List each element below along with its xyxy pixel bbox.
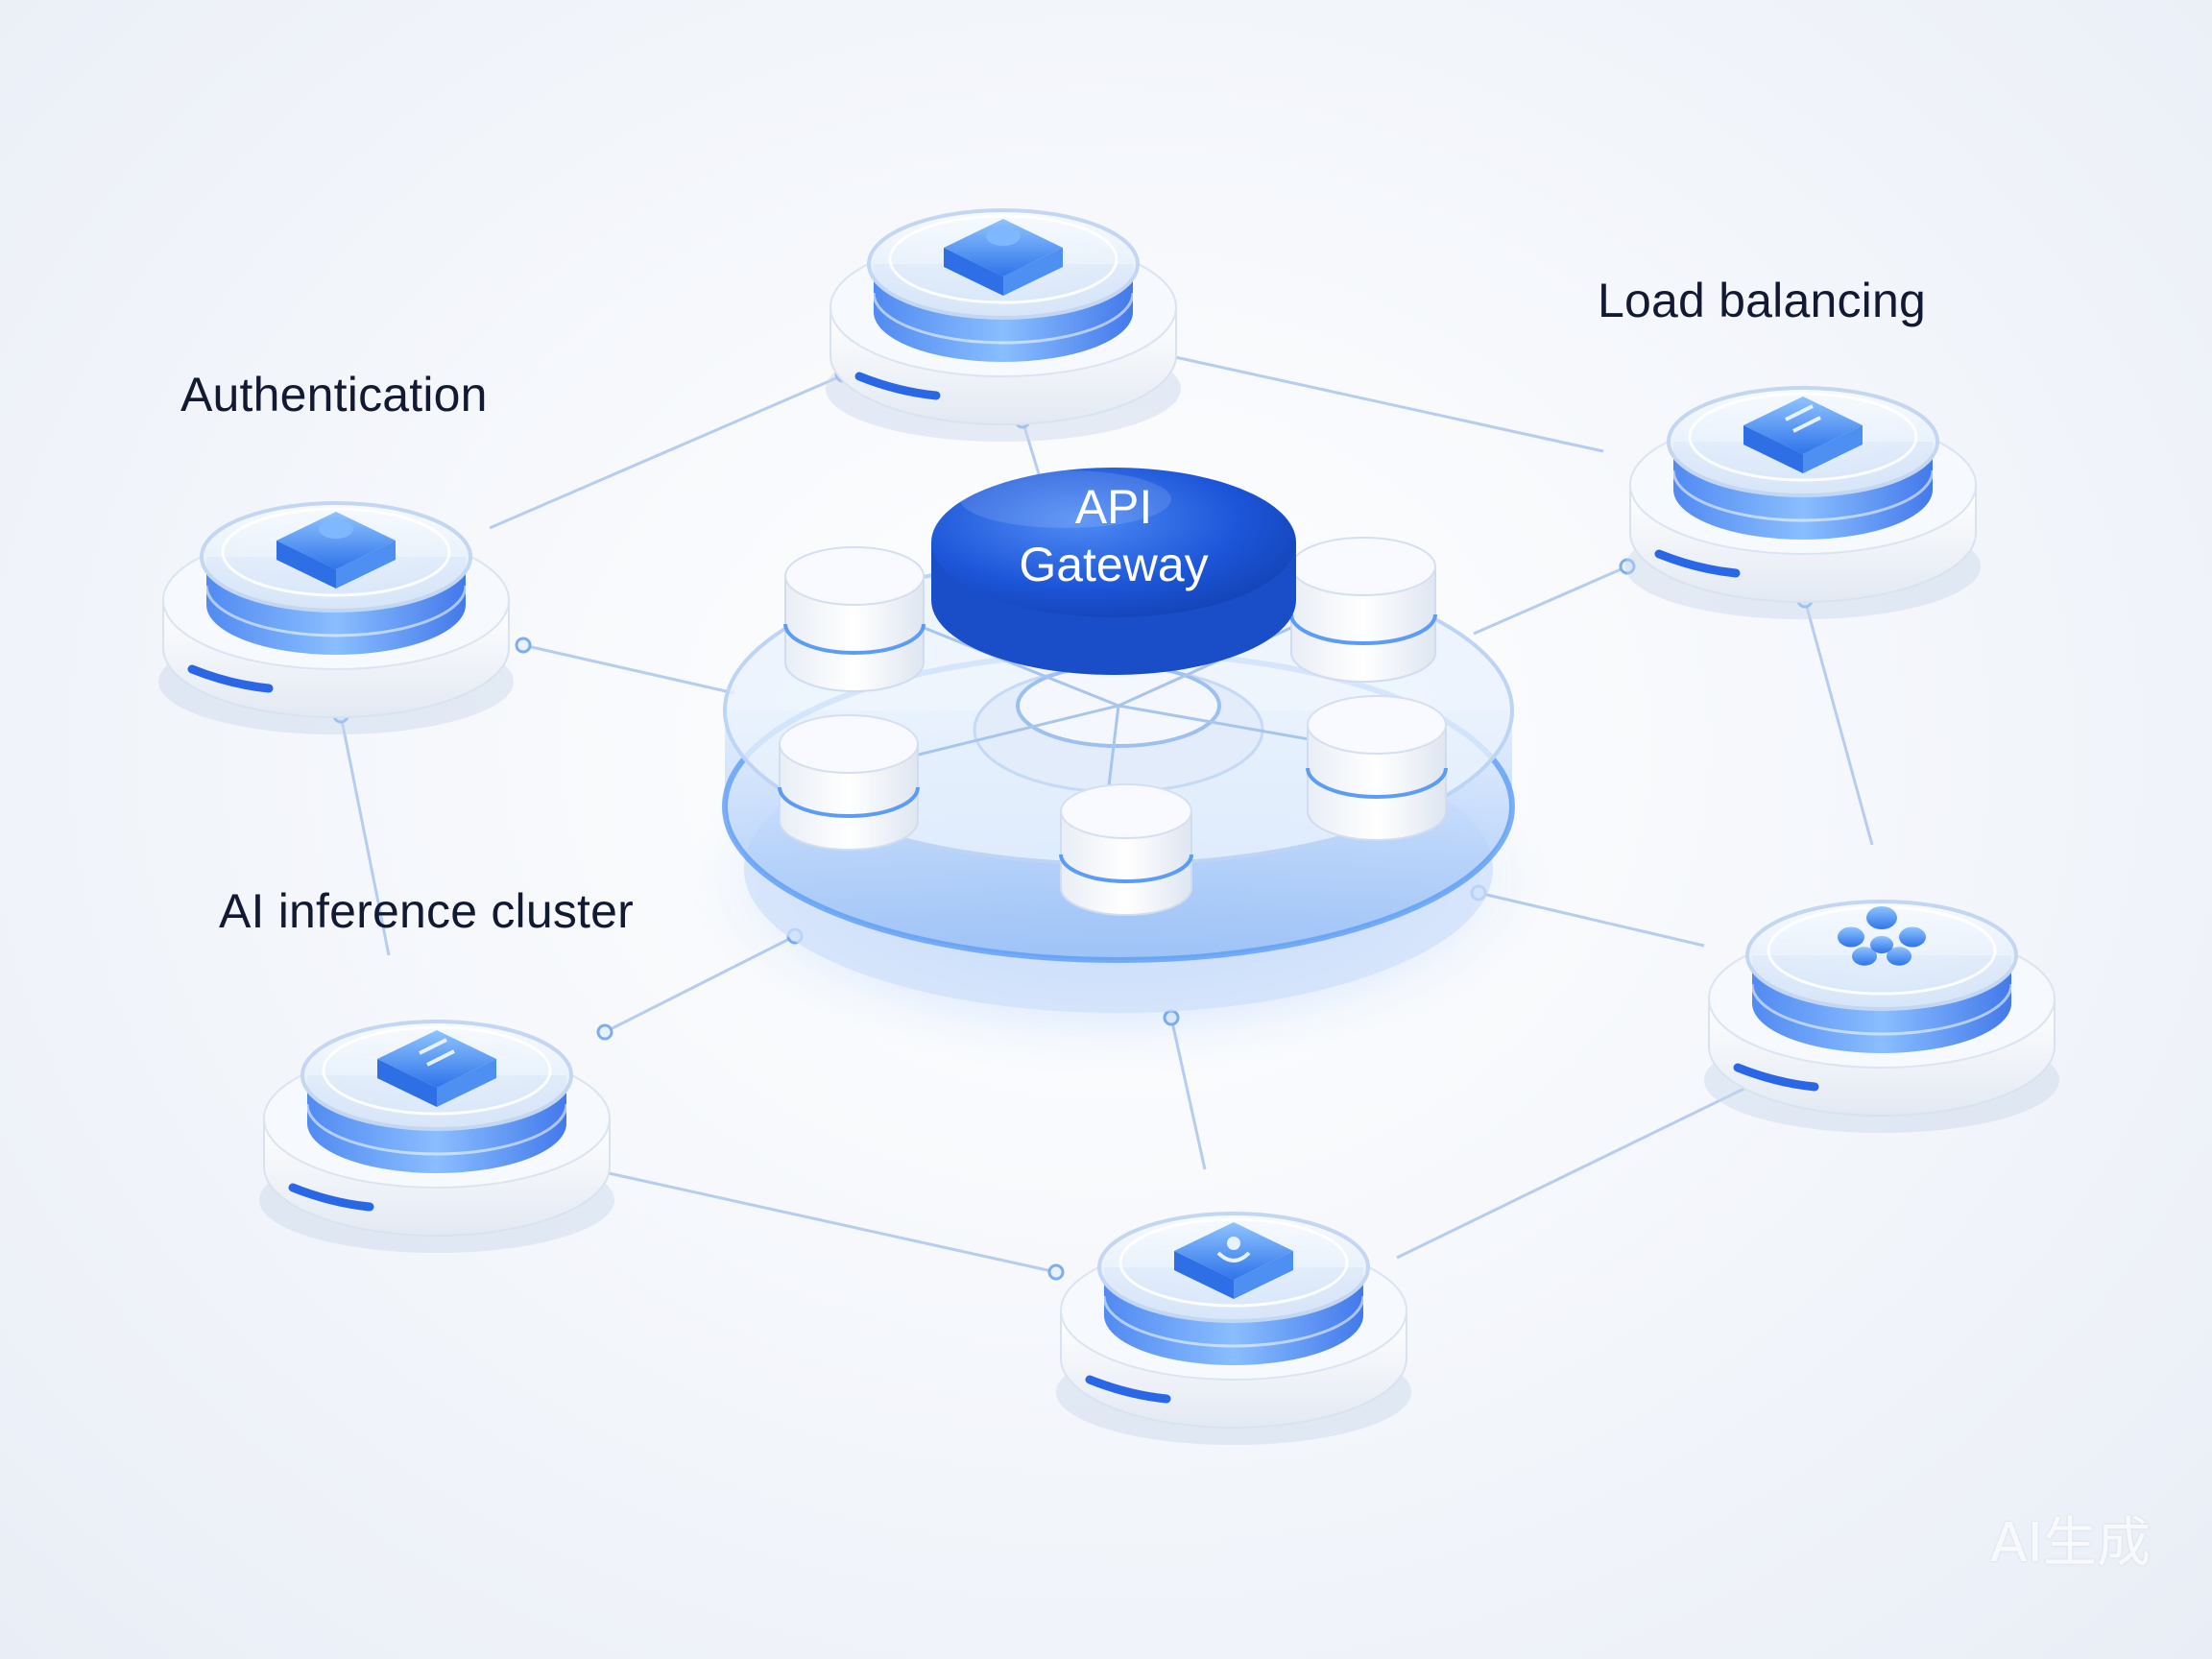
hub-cylinder-back-left — [783, 546, 926, 692]
hub-cylinder-right — [1306, 695, 1448, 841]
connection-top-lb — [1166, 353, 1604, 453]
connections — [339, 353, 1874, 1274]
node-bottom[interactable] — [1056, 1212, 1411, 1445]
list-icon — [1743, 397, 1863, 473]
node-top[interactable] — [826, 208, 1181, 442]
node-ai-inference[interactable] — [259, 1020, 614, 1253]
cube-icon — [944, 219, 1063, 296]
hub-cylinder-back-right — [1289, 537, 1437, 683]
api-gateway-label-line1: API — [1075, 480, 1153, 534]
cluster-icon — [1838, 906, 1926, 966]
connection-right-bottom — [1396, 1078, 1763, 1260]
central-hub: API Gateway — [706, 468, 1531, 1051]
status-bar — [1085, 1375, 1171, 1404]
list-icon — [377, 1030, 496, 1107]
status-bar — [854, 372, 941, 400]
node-right[interactable] — [1704, 900, 2059, 1133]
api-gateway-label-line2: Gateway — [1019, 538, 1208, 591]
node-authentication[interactable] — [158, 501, 514, 734]
status-bar — [288, 1183, 374, 1212]
load-balancing-label: Load balancing — [1598, 274, 1926, 327]
status-bar — [187, 664, 274, 693]
connector-dot — [1619, 558, 1636, 575]
node-load-balancing[interactable] — [1625, 386, 1981, 619]
hub-cylinder-front — [1059, 783, 1193, 916]
connection-ai-auth — [339, 714, 391, 956]
connector-dot — [515, 637, 532, 654]
hub-cylinder-left — [778, 714, 920, 851]
user-icon — [1174, 1222, 1293, 1299]
status-bar — [1654, 549, 1741, 578]
connector-dot — [596, 1023, 613, 1041]
ai-generated-watermark: AI生成 — [1990, 1512, 2151, 1575]
authentication-label: Authentication — [180, 368, 488, 421]
ai-inference-cluster-label: AI inference cluster — [219, 884, 634, 938]
connection-auth-hub — [522, 643, 735, 695]
api-gateway-node[interactable]: API Gateway — [931, 468, 1296, 675]
connection-bottom-ai — [599, 1169, 1057, 1274]
connection-lb-hub — [1473, 565, 1628, 636]
connector-dot — [1047, 1263, 1065, 1281]
satellite-nodes — [158, 208, 2059, 1445]
cube-icon — [276, 512, 396, 589]
status-bar — [1733, 1063, 1819, 1092]
connection-auth-top — [489, 373, 846, 530]
connection-lb-right — [1803, 599, 1874, 846]
